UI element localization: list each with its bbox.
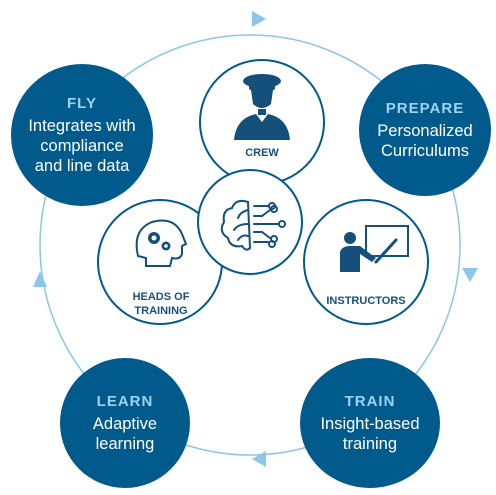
stage-train-desc: Insight-based training: [320, 414, 420, 453]
stage-fly: FLY Integrates with compliance and line …: [11, 64, 153, 206]
head-gears-icon: [135, 219, 188, 267]
pilot-icon: [234, 74, 290, 140]
stage-prepare: PREPARE Personalized Curriculums: [359, 64, 491, 196]
arrow-bottom: [252, 451, 266, 467]
teacher-icon: [340, 225, 409, 272]
stage-train: TRAIN Insight-based training: [300, 358, 440, 488]
ai-brain-icon: [220, 199, 286, 251]
role-crew-label: CREW: [245, 147, 279, 159]
center-circle: [197, 169, 303, 275]
arrow-right: [462, 268, 478, 282]
stage-learn-title: LEARN: [96, 392, 154, 410]
role-instructors-label: INSTRUCTORS: [326, 295, 406, 307]
stage-fly-title: FLY: [67, 94, 97, 112]
stage-fly-desc: Integrates with compliance and line data: [28, 116, 136, 175]
arrow-left: [33, 271, 47, 287]
stage-prepare-title: PREPARE: [385, 99, 465, 117]
stage-prepare-desc: Personalized Curriculums: [377, 121, 473, 160]
stage-learn: LEARN Adaptive learning: [60, 358, 190, 488]
arrow-top: [252, 11, 266, 27]
stage-learn-desc: Adaptive learning: [92, 414, 158, 453]
stage-train-title: TRAIN: [344, 392, 396, 410]
role-heads-of-training-label: HEADS OF TRAINING: [132, 291, 190, 317]
